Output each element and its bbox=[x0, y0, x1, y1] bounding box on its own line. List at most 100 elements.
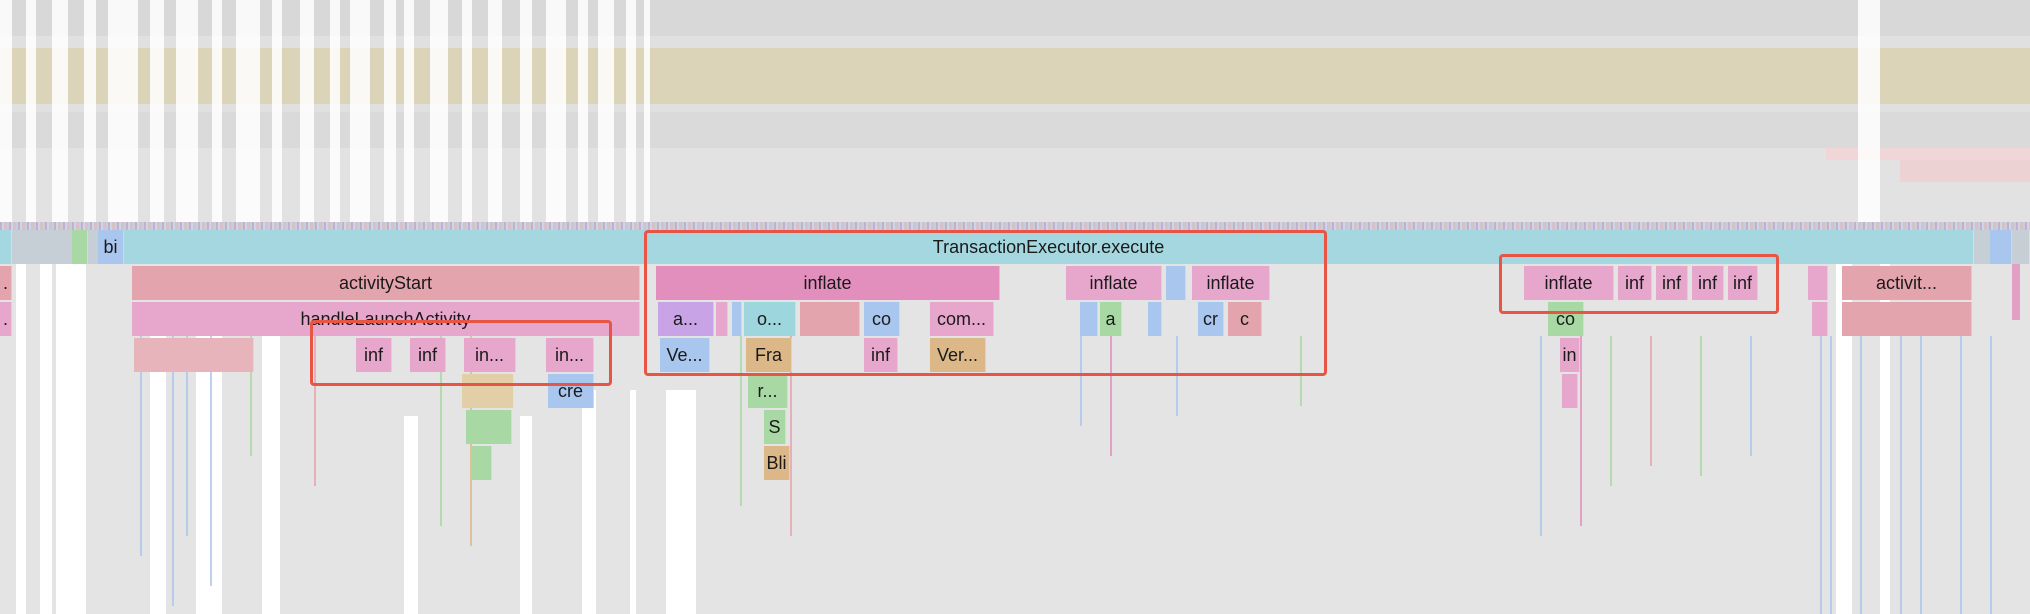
idle-stripe bbox=[212, 0, 222, 222]
trace-sliver bbox=[1920, 336, 1922, 614]
highlight-box-transaction bbox=[644, 230, 1327, 376]
frame-label: o... bbox=[756, 308, 782, 329]
flame-frame[interactable] bbox=[72, 230, 88, 264]
flame-frame-in[interactable]: in... bbox=[464, 338, 516, 372]
frame-label: a... bbox=[672, 308, 698, 329]
trace-sliver bbox=[1110, 336, 1112, 456]
idle-stripe bbox=[578, 0, 588, 222]
flame-frame[interactable]: cr bbox=[1198, 302, 1224, 336]
trace-sliver bbox=[1860, 336, 1862, 614]
flame-frame[interactable]: a bbox=[1100, 302, 1122, 336]
track-marker bbox=[1826, 148, 2030, 160]
idle-gap bbox=[630, 390, 636, 614]
idle-stripe bbox=[644, 0, 650, 222]
flame-frame[interactable]: com... bbox=[930, 302, 994, 336]
idle-gap bbox=[262, 336, 280, 614]
frame-label: inflate bbox=[803, 272, 852, 293]
flame-frame-inf[interactable]: inf bbox=[1618, 266, 1652, 300]
flame-frame[interactable] bbox=[1148, 302, 1162, 336]
flame-frame[interactable] bbox=[1080, 302, 1098, 336]
idle-stripe bbox=[26, 0, 36, 222]
flame-frame-inflate[interactable]: inflate bbox=[656, 266, 1000, 300]
idle-stripe bbox=[488, 0, 502, 222]
frame-label: r... bbox=[757, 380, 778, 401]
frame-label: Bli bbox=[766, 452, 787, 473]
trace-sliver bbox=[1700, 336, 1702, 476]
flame-frame[interactable] bbox=[1842, 302, 1972, 336]
flame-frame-inf[interactable]: inf bbox=[410, 338, 446, 372]
flame-frame[interactable]: Ver... bbox=[930, 338, 986, 372]
flame-frame-bi[interactable]: bi bbox=[98, 230, 124, 264]
flame-frame[interactable] bbox=[1990, 230, 2012, 264]
flame-frame-inf[interactable]: inf bbox=[1656, 266, 1688, 300]
flame-frame[interactable] bbox=[1808, 266, 1828, 300]
idle-stripe bbox=[462, 0, 472, 222]
frame-label: inf bbox=[1732, 272, 1752, 293]
frame-label: inflate bbox=[1089, 272, 1138, 293]
flame-frame[interactable]: . bbox=[0, 302, 12, 336]
flame-frame-inf[interactable]: inf bbox=[1728, 266, 1758, 300]
idle-stripe bbox=[176, 0, 198, 222]
flame-frame[interactable] bbox=[134, 338, 254, 372]
flame-frame[interactable]: o... bbox=[744, 302, 796, 336]
flame-frame-handle-launch-activity[interactable]: handleLaunchActivity bbox=[132, 302, 640, 336]
idle-stripe bbox=[520, 0, 532, 222]
idle-stripe bbox=[1858, 0, 1880, 222]
flame-frame[interactable] bbox=[1812, 302, 1828, 336]
flame-frame[interactable] bbox=[1166, 266, 1186, 300]
trace-sliver bbox=[1580, 336, 1582, 526]
idle-gap bbox=[150, 336, 166, 614]
flame-frame[interactable]: Ve... bbox=[660, 338, 710, 372]
flame-frame-activit[interactable]: activit... bbox=[1842, 266, 1972, 300]
flame-frame[interactable]: a... bbox=[658, 302, 714, 336]
flame-frame[interactable] bbox=[472, 446, 492, 480]
trace-sliver bbox=[210, 336, 212, 586]
trace-sliver bbox=[790, 336, 792, 536]
flame-frame[interactable] bbox=[0, 230, 12, 264]
frame-label: in bbox=[1562, 344, 1577, 365]
trace-sliver bbox=[1540, 336, 1542, 536]
flame-frame[interactable] bbox=[1562, 374, 1578, 408]
flame-frame-inf[interactable]: inf bbox=[356, 338, 392, 372]
trace-sliver bbox=[1900, 336, 1902, 614]
flame-frame[interactable]: c bbox=[1228, 302, 1262, 336]
flame-frame-inflate[interactable]: inflate bbox=[1524, 266, 1614, 300]
flame-frame[interactable]: in bbox=[1560, 338, 1580, 372]
flame-frame-left[interactable]: . bbox=[0, 266, 12, 300]
trace-sliver bbox=[314, 336, 316, 486]
flame-frame-inflate[interactable]: inflate bbox=[1066, 266, 1162, 300]
highlight-box-inflate-cluster bbox=[1499, 254, 1779, 314]
flame-frame[interactable] bbox=[732, 302, 742, 336]
idle-gap bbox=[404, 416, 418, 614]
idle-stripe bbox=[404, 0, 414, 222]
flame-frame-inf[interactable]: inf bbox=[864, 338, 898, 372]
flame-frame[interactable]: Bli bbox=[764, 446, 790, 480]
flame-frame-in[interactable]: in... bbox=[546, 338, 594, 372]
idle-gap bbox=[40, 240, 52, 614]
flame-frame[interactable]: Fra bbox=[746, 338, 792, 372]
trace-sliver bbox=[172, 336, 174, 606]
flame-frame-inflate[interactable]: inflate bbox=[1192, 266, 1270, 300]
trace-sliver bbox=[1820, 336, 1822, 614]
flame-frame[interactable] bbox=[466, 410, 512, 444]
flame-frame[interactable] bbox=[462, 374, 514, 408]
trace-sliver bbox=[140, 336, 142, 556]
flame-frame[interactable]: r... bbox=[748, 374, 788, 408]
idle-stripe bbox=[52, 0, 68, 222]
flame-frame[interactable]: S bbox=[764, 410, 786, 444]
trace-sliver bbox=[1080, 336, 1082, 426]
flame-frame-activity-start[interactable]: activityStart bbox=[132, 266, 640, 300]
flame-frame[interactable]: co bbox=[864, 302, 900, 336]
idle-gap bbox=[520, 416, 532, 614]
idle-stripe bbox=[300, 0, 314, 222]
timeline-tracks bbox=[0, 0, 2030, 222]
trace-sliver bbox=[1750, 336, 1752, 456]
flame-frame[interactable] bbox=[716, 302, 728, 336]
trace-sliver bbox=[1960, 336, 1962, 614]
trace-sliver bbox=[250, 336, 252, 456]
flame-frame[interactable] bbox=[800, 302, 860, 336]
flame-frame-inf[interactable]: inf bbox=[1692, 266, 1724, 300]
frame-label: . bbox=[2, 308, 8, 329]
flame-frame-transaction-executor[interactable]: TransactionExecutor.execute bbox=[124, 230, 1974, 264]
trace-sliver bbox=[1610, 336, 1612, 486]
